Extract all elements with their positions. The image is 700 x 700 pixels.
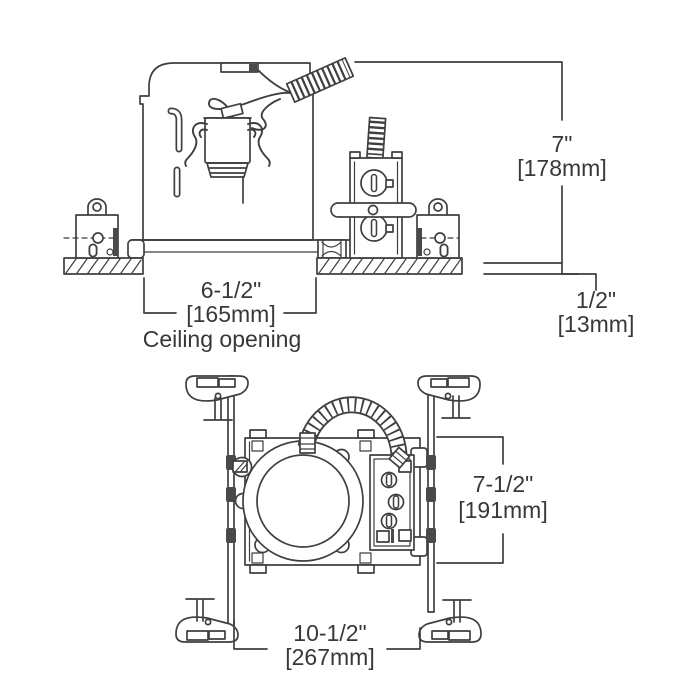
threaded-fitting xyxy=(366,116,387,160)
dimension-height: 7" [178mm] xyxy=(354,61,607,275)
conduit-connector xyxy=(299,432,316,454)
adjustment-screw xyxy=(228,456,253,478)
plan-view: 7-1/2" [191mm] 10-1/2" [267mm] xyxy=(175,375,548,670)
dim-width-inches: 10-1/2" xyxy=(293,620,366,646)
dimension-frame-width: 10-1/2" [267mm] xyxy=(233,619,421,670)
dim-opening-inches: 6-1/2" xyxy=(201,277,262,303)
junction-box-side xyxy=(330,116,417,259)
can-opening-ring xyxy=(234,440,364,562)
mounting-bracket-right xyxy=(416,198,460,259)
dimension-ceiling-opening: 6-1/2" [165mm] Ceiling opening xyxy=(143,277,317,352)
trim-flange xyxy=(127,239,351,259)
dimension-ceiling-thickness: 1/2" [13mm] xyxy=(558,273,635,337)
dim-opening-mm: [165mm] xyxy=(186,301,275,327)
wire-clamp xyxy=(220,62,259,73)
dim-thickness-inches: 1/2" xyxy=(576,287,616,313)
torsion-spring-right xyxy=(247,122,271,167)
torsion-spring-left xyxy=(184,122,208,167)
mounting-foot-bottom-right xyxy=(418,616,482,643)
dim-thickness-mm: [13mm] xyxy=(558,311,635,337)
mounting-foot-top-left xyxy=(185,375,249,402)
ceiling-slab-edge xyxy=(483,262,579,275)
dim-width-mm: [267mm] xyxy=(285,644,374,670)
side-view: 7" [178mm] 1/2" [13mm] 6-1/2" [165mm] Ce… xyxy=(63,56,635,352)
dim-height-inches: 7" xyxy=(552,131,573,157)
dim-depth-inches: 7-1/2" xyxy=(473,471,534,497)
mounting-bracket-left xyxy=(63,198,119,259)
trim-step xyxy=(127,239,145,259)
junction-box-plan xyxy=(369,454,415,551)
flex-conduit-plan xyxy=(297,396,411,469)
ceiling-section-right xyxy=(316,257,463,275)
lamp-socket xyxy=(184,102,271,204)
ceiling-section-left xyxy=(63,257,144,275)
dimension-frame-depth: 7-1/2" [191mm] xyxy=(436,436,548,564)
ceiling-opening-caption: Ceiling opening xyxy=(143,326,302,352)
dim-depth-mm: [191mm] xyxy=(458,497,547,523)
flex-conduit-side xyxy=(285,56,355,104)
dim-height-mm: [178mm] xyxy=(517,155,606,181)
